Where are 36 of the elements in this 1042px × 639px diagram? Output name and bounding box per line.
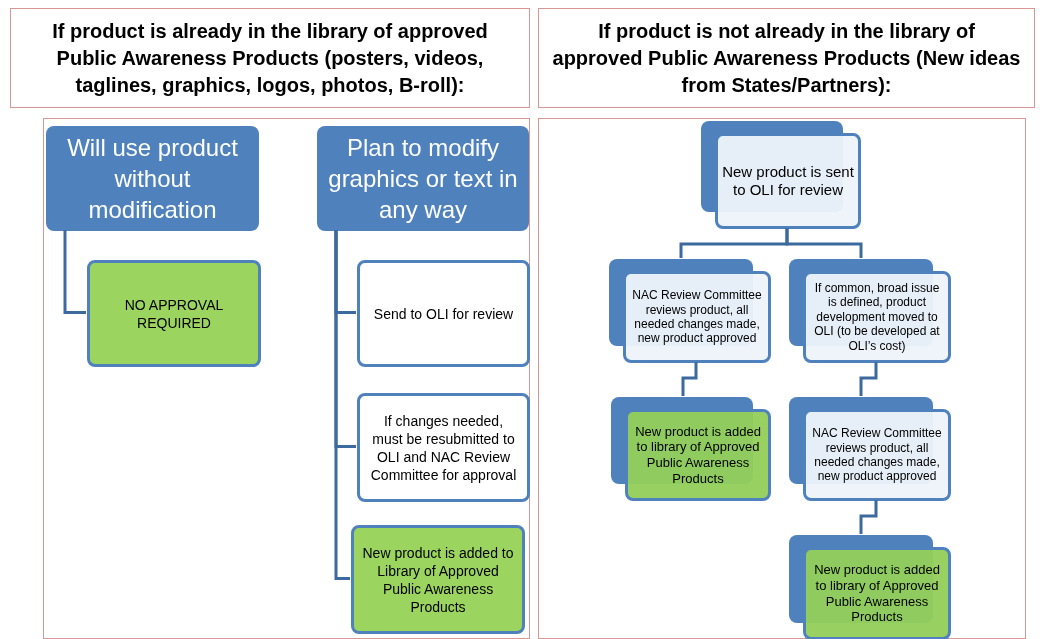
result-box xyxy=(351,525,525,634)
result-box xyxy=(611,397,771,501)
node-text: NO APPROVAL REQUIRED xyxy=(123,295,225,332)
heading-box xyxy=(10,8,530,108)
node-text: Plan to modify graphics or text in any way xyxy=(327,133,519,225)
node-text: New product is sent to OLI for review xyxy=(722,163,854,199)
panel-frame xyxy=(538,118,1026,639)
step-box xyxy=(701,121,861,229)
result-box xyxy=(789,535,951,639)
connector-line xyxy=(63,230,86,314)
step-box xyxy=(609,259,771,363)
node-text: New product is added to library of Approved Public Awareness Products xyxy=(813,562,941,625)
node-text: New product is added to library of Approved Public Awareness Products xyxy=(634,423,762,487)
connector-line xyxy=(785,228,863,258)
connector-line xyxy=(681,362,698,396)
node-text: Send to OLI for review xyxy=(373,304,514,323)
category-box xyxy=(317,126,529,231)
category-box xyxy=(46,126,259,231)
node-text: NAC Review Committee reviews product, all needed changes made, new product approved xyxy=(631,288,763,346)
heading-box xyxy=(538,8,1035,108)
step-box xyxy=(789,259,951,363)
node-text: Will use product without modification xyxy=(66,133,239,225)
node-text: If product is not already in the library of approved Public Awareness Products (New ideas from States/Partners): xyxy=(551,18,1022,98)
panel-frame xyxy=(43,118,530,639)
connector-line xyxy=(334,230,350,580)
result-box xyxy=(87,260,261,367)
node-text: If changes needed, must be resubmitted to OLI and NAC Review Committee for approval xyxy=(369,411,518,484)
step-box xyxy=(357,260,530,367)
step-box xyxy=(789,397,951,501)
node-text: NAC Review Committee reviews product, all needed changes made, new product approved xyxy=(811,426,943,484)
node-text: If product is already in the library of approved Public Awareness Products (posters, videos, taglines, graphics, logos, photos, B-roll): xyxy=(51,18,489,98)
node-text: New product is added to Library of Approved Public Awareness Products xyxy=(362,543,514,616)
node-text: If common, broad issue is defined, product development moved to OLI (to be developed at OLI’s cost) xyxy=(813,281,941,353)
connector-line xyxy=(859,500,878,534)
step-box xyxy=(357,393,530,502)
connector-line xyxy=(859,362,878,396)
